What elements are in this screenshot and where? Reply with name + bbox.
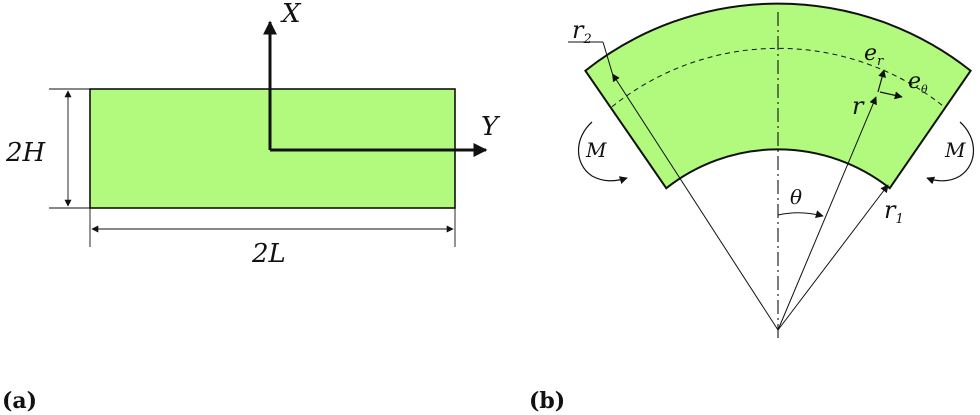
etheta-label: eθ — [908, 69, 928, 96]
theta-arc — [777, 210, 824, 219]
moment-right-label: M — [944, 138, 966, 162]
r1-label: r1 — [884, 196, 904, 227]
radius-r-line — [777, 96, 877, 331]
er-vector — [877, 69, 886, 93]
neutral-axis-arc — [611, 47, 945, 108]
radius-r1-line — [777, 184, 889, 331]
radius-r2-line — [612, 73, 779, 331]
r2-label: r2 — [572, 16, 592, 47]
panel-b: r2 r1 r θ er eθ M M (b) — [529, 2, 974, 414]
panel-a: X Y 2H 2L (a) — [2, 0, 501, 414]
height-label: 2H — [5, 138, 47, 168]
y-axis-label: Y — [481, 112, 501, 142]
etheta-vector — [879, 91, 903, 100]
r-label: r — [852, 92, 865, 120]
panel-b-label: (b) — [529, 388, 565, 414]
theta-label: θ — [790, 185, 802, 209]
x-axis-label: X — [280, 0, 302, 29]
moment-right-arrow — [926, 121, 974, 185]
r2-leader-tick — [602, 41, 613, 75]
length-label: 2L — [251, 239, 286, 269]
moment-left-label: M — [585, 138, 607, 162]
er-label: er — [864, 41, 884, 69]
panel-a-label: (a) — [2, 388, 37, 414]
moment-left-arrow — [578, 121, 628, 184]
